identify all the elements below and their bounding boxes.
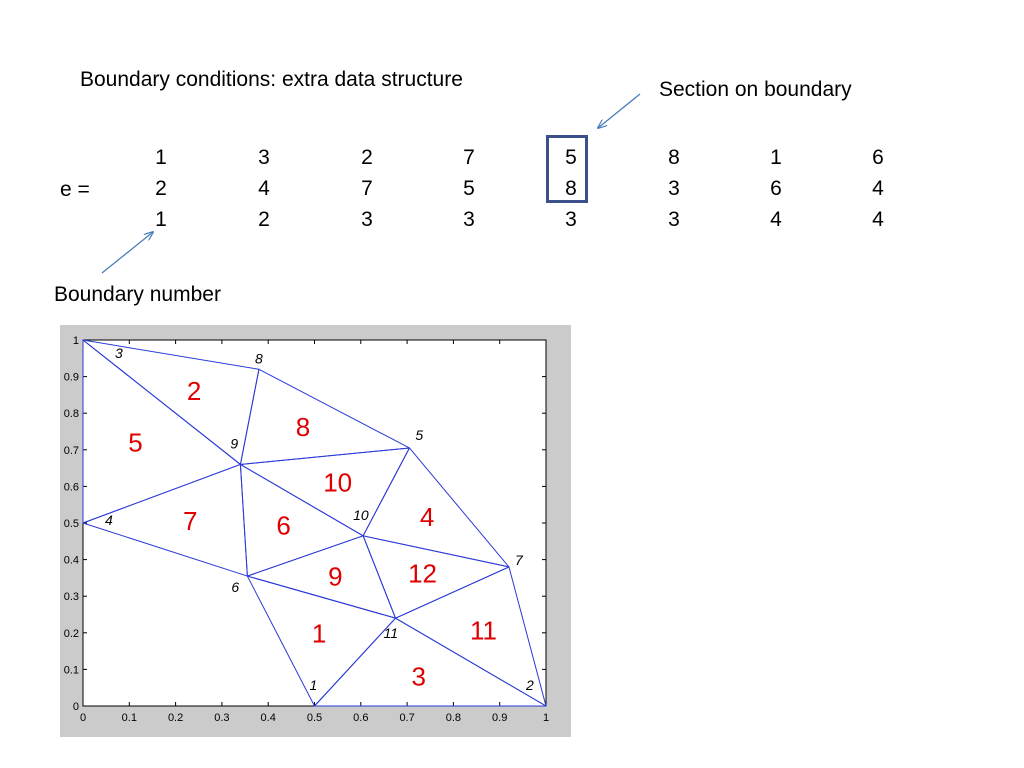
x-tick-label: 0.3: [214, 712, 229, 724]
triangle-label: 3: [411, 662, 425, 692]
triangle-label: 8: [296, 412, 310, 442]
node-label: 4: [105, 512, 113, 528]
x-tick-label: 0.6: [353, 712, 368, 724]
matrix-cell: 3: [668, 177, 680, 200]
triangle-label: 12: [408, 559, 437, 589]
matrix-cell: 2: [361, 146, 373, 169]
node-label: 9: [230, 435, 238, 451]
x-tick-label: 0.9: [492, 712, 507, 724]
node-label: 10: [353, 507, 369, 523]
slide-title: Boundary conditions: extra data structur…: [80, 68, 463, 91]
matrix-cell: 3: [361, 208, 373, 231]
y-tick-label: 0.8: [64, 408, 79, 420]
y-tick-label: 0.1: [64, 664, 79, 676]
x-tick-label: 0.4: [261, 712, 276, 724]
matrix-cell: 2: [155, 177, 167, 200]
matrix-cell: 7: [463, 146, 475, 169]
x-tick-label: 0.1: [122, 712, 137, 724]
x-tick-label: 0.5: [307, 712, 322, 724]
y-tick-label: 0.4: [64, 555, 79, 567]
matrix-cell: 1: [770, 146, 782, 169]
y-tick-label: 0.5: [64, 518, 79, 530]
node-label: 6: [231, 579, 239, 595]
matrix-cell: 1: [155, 146, 167, 169]
y-tick-label: 0.7: [64, 445, 79, 457]
x-tick-label: 0.7: [399, 712, 414, 724]
triangle-label: 11: [470, 615, 497, 645]
triangle-label: 1: [312, 618, 326, 648]
matrix-cell: 3: [463, 208, 475, 231]
matrix-label: e =: [60, 178, 90, 201]
x-tick-label: 0.8: [446, 712, 461, 724]
triangle-label: 10: [323, 468, 352, 498]
y-tick-label: 0: [73, 701, 79, 713]
y-tick-label: 0.3: [64, 591, 79, 603]
mesh-triangle: [239, 447, 410, 537]
matrix-cell: 7: [361, 177, 373, 200]
section-arrow: [598, 93, 641, 128]
matrix-cell: 2: [258, 208, 270, 231]
boundary-number-label: Boundary number: [54, 283, 221, 306]
node-label: 2: [525, 677, 534, 693]
highlighted-column-box: [546, 135, 588, 203]
y-tick-label: 0.9: [64, 372, 79, 384]
mesh-triangle: [362, 535, 510, 619]
matrix-cell: 6: [770, 177, 782, 200]
mesh-triangle: [82, 463, 248, 577]
y-tick-label: 0.6: [64, 481, 79, 493]
matrix-cell: 3: [565, 208, 577, 231]
annotation-arrows: [101, 93, 641, 274]
matrix-cell: 4: [770, 208, 782, 231]
node-label: 8: [255, 350, 263, 366]
x-tick-label: 0: [80, 712, 86, 724]
y-tick-label: 1: [73, 335, 79, 347]
triangle-label: 2: [187, 376, 201, 406]
boundary-arrow: [101, 232, 153, 274]
node-label: 3: [115, 345, 123, 361]
section-on-boundary-label: Section on boundary: [659, 78, 852, 101]
triangle-label: 4: [420, 502, 434, 532]
matrix-cell: 5: [463, 177, 475, 200]
x-tick-label: 1: [543, 712, 549, 724]
triangle-label: 7: [183, 506, 197, 536]
matrix-cell: 1: [155, 208, 167, 231]
x-tick-label: 0.2: [168, 712, 183, 724]
matrix-cell: 8: [565, 177, 577, 200]
matrix-cell: 4: [872, 208, 884, 231]
matrix-cell: 8: [668, 146, 680, 169]
matrix-cell: 5: [565, 146, 577, 169]
triangle-label: 9: [328, 562, 342, 592]
node-label: 1: [310, 677, 318, 693]
node-label: 7: [515, 552, 524, 568]
triangle-label: 6: [276, 510, 290, 540]
matrix-cell: 6: [872, 146, 884, 169]
y-tick-label: 0.2: [64, 628, 79, 640]
triangle-label: 5: [128, 427, 142, 457]
matrix-cell: 4: [872, 177, 884, 200]
matrix-cell: 3: [668, 208, 680, 231]
matrix-cell: 4: [258, 177, 270, 200]
node-label: 5: [415, 427, 423, 443]
matrix-cell: 3: [258, 146, 270, 169]
node-label: 11: [384, 625, 399, 641]
